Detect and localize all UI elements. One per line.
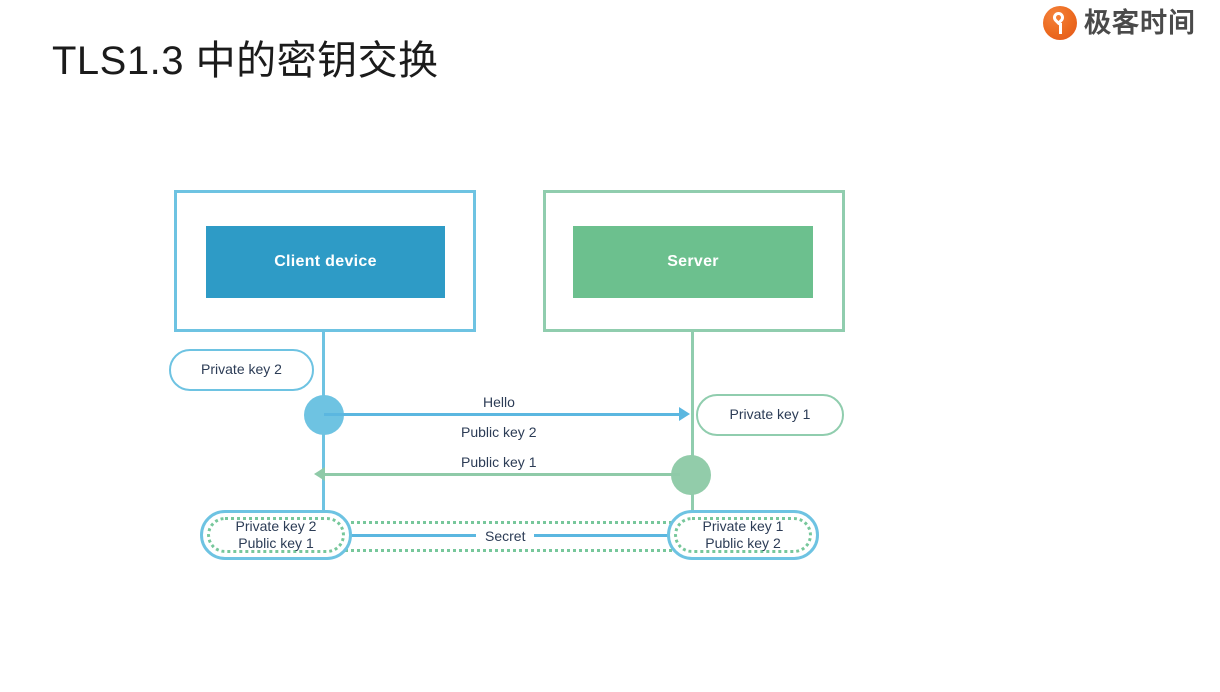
server-result-pill-inner-ring [674, 517, 812, 553]
server-result-line-2: Public key 2 [705, 535, 781, 551]
server-to-client-arrow-head [314, 467, 325, 481]
message-label-hello: Hello [483, 394, 515, 410]
server-private-key-pill: Private key 1 [696, 394, 844, 436]
client-result-pill-inner-ring [207, 517, 345, 553]
page-title: TLS1.3 中的密钥交换 [52, 39, 439, 83]
message-label-public-key-1: Public key 1 [461, 454, 537, 470]
server-result-text: Private key 1 Public key 2 [670, 513, 816, 557]
client-result-text: Private key 2 Public key 1 [203, 513, 349, 557]
secret-label: Secret [476, 528, 535, 544]
client-to-server-arrow-line [324, 413, 679, 416]
server-result-line-1: Private key 1 [702, 517, 784, 534]
client-result-pill: Private key 2 Public key 1 [200, 510, 352, 560]
client-private-key-pill: Private key 2 [169, 349, 314, 391]
brand-logo: 极客时间 [1043, 6, 1196, 40]
client-result-line-1: Private key 2 [235, 517, 317, 534]
secret-dotted-rail-top [340, 521, 683, 524]
client-result-line-2: Public key 1 [238, 535, 314, 551]
brand-name: 极客时间 [1084, 7, 1196, 38]
message-label-public-key-2: Public key 2 [461, 424, 537, 440]
server-lifeline [691, 330, 694, 530]
client-device-box: Client device [206, 226, 445, 298]
geektime-logo-icon [1043, 6, 1077, 40]
server-to-client-arrow-line [325, 473, 680, 476]
server-result-pill: Private key 1 Public key 2 [667, 510, 819, 560]
client-to-server-arrow-head [679, 407, 690, 421]
secret-dotted-rail-bottom [340, 549, 683, 552]
server-box: Server [573, 226, 813, 298]
